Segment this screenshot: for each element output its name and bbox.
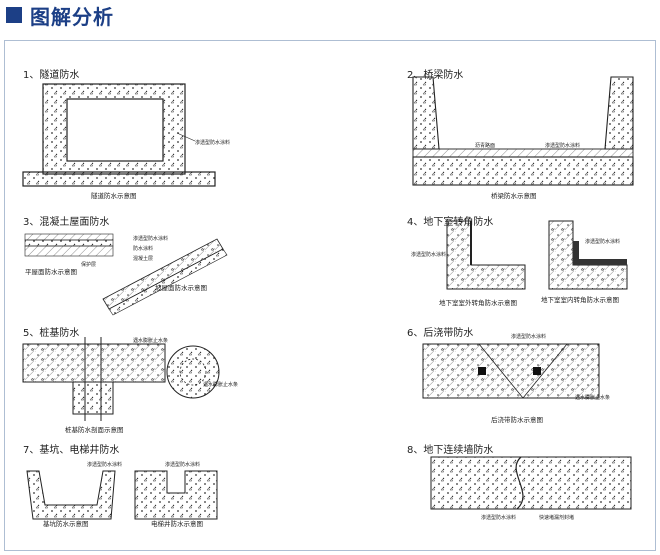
caption-4a: 地下室室外转角防水示意图	[439, 299, 517, 307]
note-4-2: 渗透型防水涂料	[585, 239, 621, 245]
note-3-2: 防水涂料	[133, 246, 154, 252]
caption-4b: 地下室室内转角防水示意图	[541, 296, 619, 304]
diagram-panel: 1、隧道防水 渗透型防水涂料 隧道防水示意图 2、桥梁防水 沥青路面 渗透型防水…	[4, 40, 656, 551]
roof-diagram	[24, 233, 228, 316]
cell-title-2: 2、桥梁防水	[407, 70, 464, 81]
note-3-4: 保护层	[81, 262, 97, 268]
caption-3a: 平屋面防水示意图	[25, 268, 77, 276]
note-6-1: 渗透型防水涂料	[511, 334, 547, 340]
cell-title-4: 4、地下室转角防水	[407, 217, 494, 228]
pit-diagram	[26, 470, 218, 520]
bridge-diagram	[412, 76, 634, 186]
header: 图解分析	[0, 0, 114, 30]
diaphragm-wall-diagram	[430, 456, 632, 510]
caption-3b: 坡屋面防水示意图	[155, 284, 207, 292]
basement-corner-diagram	[446, 220, 628, 290]
caption-6: 后浇带防水示意图	[491, 416, 543, 424]
post-pour-diagram	[422, 343, 600, 399]
cell-title-7: 7、基坑、电梯井防水	[23, 445, 120, 456]
note-3-1: 渗透型防水涂料	[133, 236, 169, 242]
page-title: 图解分析	[30, 4, 114, 29]
note-2-2: 渗透型防水涂料	[545, 143, 581, 149]
note-5-1: 遇水膨胀止水条	[133, 338, 169, 344]
header-square-icon	[6, 7, 22, 23]
caption-2: 桥梁防水示意图	[491, 192, 537, 200]
note-2-1: 沥青路面	[475, 143, 496, 149]
tunnel-diagram	[22, 83, 216, 187]
note-3-3: 混凝土层	[133, 256, 154, 262]
note-4-1: 渗透型防水涂料	[411, 252, 447, 258]
caption-7b: 电梯井防水示意图	[151, 520, 203, 528]
note-1-1: 渗透型防水涂料	[195, 140, 231, 146]
cell-title-5: 5、桩基防水	[23, 328, 80, 339]
note-7-2: 渗透型防水涂料	[165, 462, 201, 468]
note-8-1: 渗透型防水涂料	[481, 515, 517, 521]
caption-5: 桩基防水剖面示意图	[65, 426, 124, 434]
note-7-1: 渗透型防水涂料	[87, 462, 123, 468]
diagram-drawings	[22, 76, 634, 520]
caption-7a: 基坑防水示意图	[43, 520, 89, 528]
cell-title-8: 8、地下连续墙防水	[407, 445, 494, 456]
note-6-2: 遇水膨胀止水条	[575, 395, 611, 401]
cell-title-6: 6、后浇带防水	[407, 328, 474, 339]
pile-diagram	[22, 337, 220, 421]
cell-title-1: 1、隧道防水	[23, 70, 80, 81]
note-8-2: 快速堵漏剂封堵	[539, 515, 575, 521]
cell-title-3: 3、混凝土屋面防水	[23, 217, 110, 228]
note-5-2: 遇水膨胀止水条	[203, 382, 239, 388]
caption-1: 隧道防水示意图	[91, 192, 137, 200]
